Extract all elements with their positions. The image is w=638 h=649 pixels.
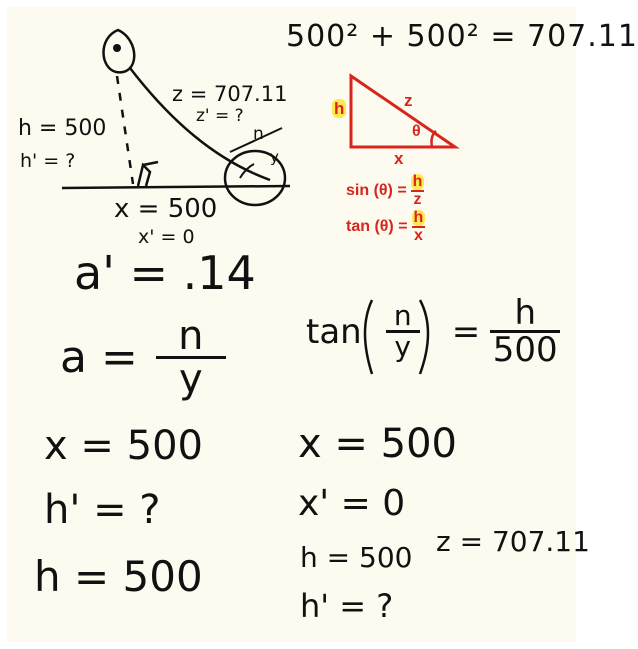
a-prime-equation: a' = .14 xyxy=(74,246,256,300)
h-label: h = 500 xyxy=(18,116,107,141)
z-label: z = 707.11 xyxy=(172,82,288,106)
x-label: x = 500 xyxy=(114,194,218,224)
left-h-equation: h = 500 xyxy=(34,552,203,601)
triangle-h-label: h xyxy=(332,99,347,118)
right-x-equation: x = 500 xyxy=(298,421,457,467)
tan-formula: tan (θ) = h x xyxy=(346,209,426,244)
page: 500² + 500² = 707.11 z = 707.11 z' = ? h… xyxy=(7,7,637,642)
top-equation: 500² + 500² = 707.11 xyxy=(286,19,638,54)
triangle-x-label: x xyxy=(394,149,404,168)
triangle-theta-label: θ xyxy=(412,123,421,140)
left-x-equation: x = 500 xyxy=(44,423,203,469)
triangle-z-label: z xyxy=(404,91,413,110)
tan-equation: tan n y = h 500 xyxy=(306,296,561,367)
angle-y-label: y xyxy=(270,148,279,166)
right-h-equation: h = 500 xyxy=(300,541,413,574)
notebook-paper xyxy=(7,7,576,642)
right-xprime-equation: x' = 0 xyxy=(298,483,406,524)
right-hprime-equation: h' = ? xyxy=(300,587,394,625)
xprime-label: x' = 0 xyxy=(138,226,195,248)
zprime-label: z' = ? xyxy=(196,106,244,126)
left-hprime-equation: h' = ? xyxy=(44,487,161,533)
angle-n-label: n xyxy=(253,124,264,144)
hprime-label: h' = ? xyxy=(20,150,76,172)
a-equation: a = n y xyxy=(60,316,226,399)
right-z-equation: z = 707.11 xyxy=(436,525,590,558)
sin-formula: sin (θ) = h z xyxy=(346,173,425,208)
